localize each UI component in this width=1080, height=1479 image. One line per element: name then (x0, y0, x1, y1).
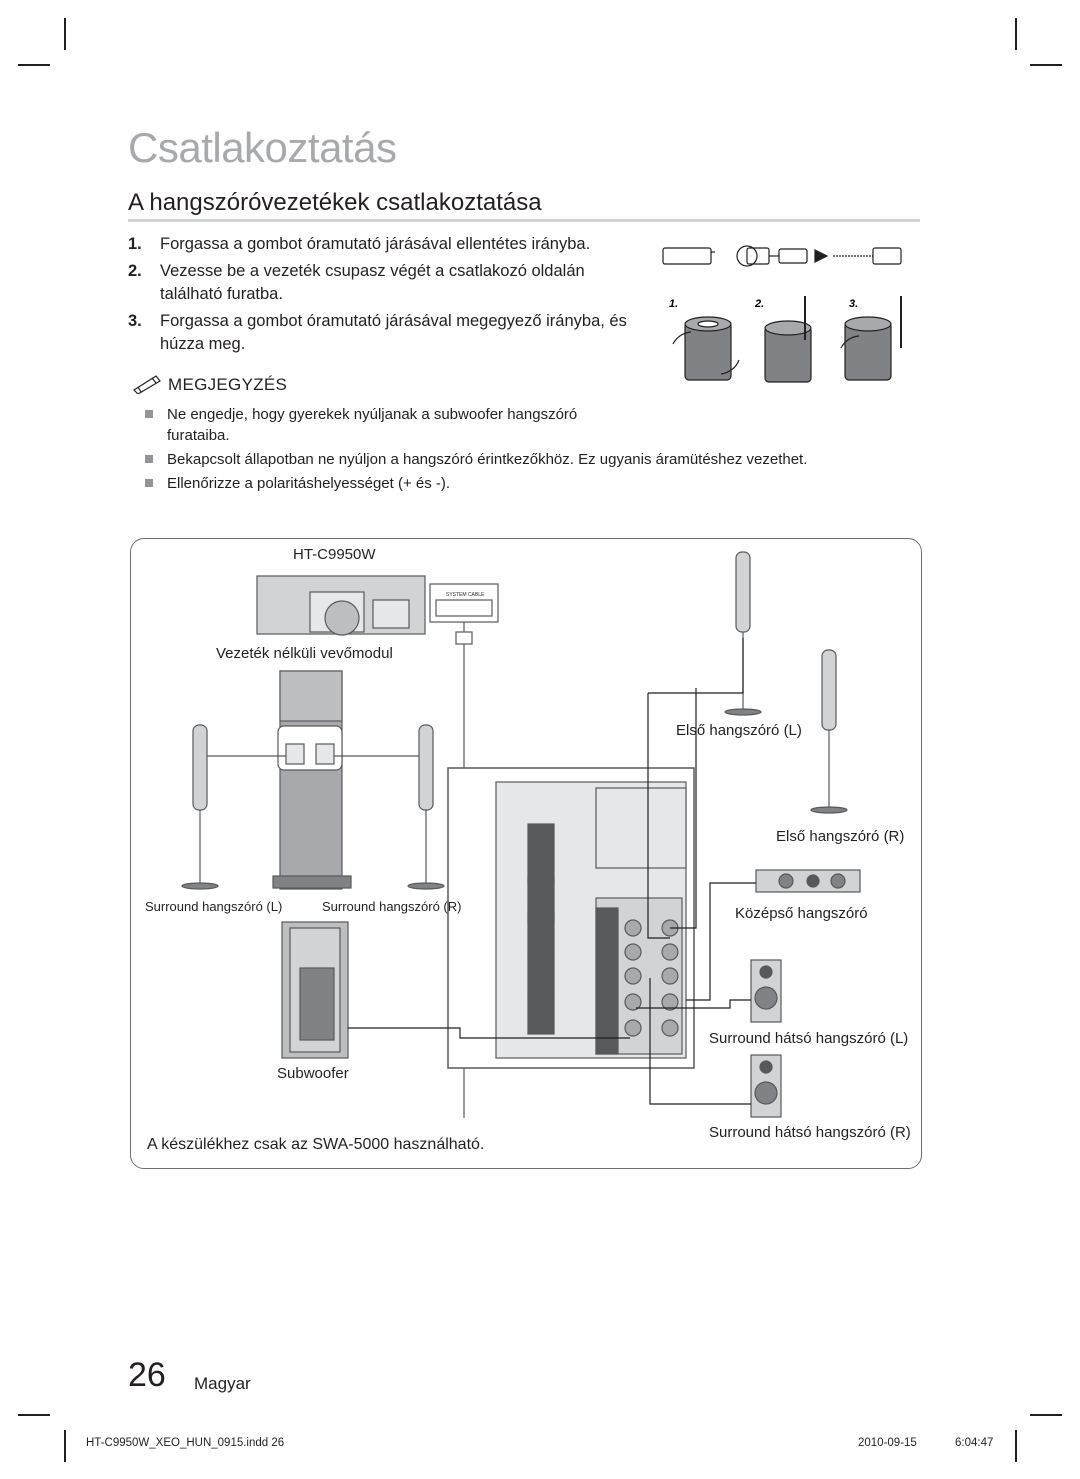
compatibility-note: A készülékhez csak az SWA-5000 használha… (147, 1136, 485, 1153)
surround-back-right-label: Surround hátsó hangszóró (R) (709, 1124, 911, 1141)
pencil-icon (133, 375, 161, 394)
note-item-text: Bekapcsolt állapotban ne nyúljon a hangs… (167, 451, 808, 468)
crop-mark (1030, 1414, 1062, 1416)
step-fig-label: 3. (849, 298, 858, 310)
step-text: Forgassa a gombot óramutató járásával el… (160, 235, 591, 253)
subwoofer-label: Subwoofer (277, 1065, 349, 1082)
page-number: 26 (128, 1356, 166, 1394)
bullet-icon (145, 410, 153, 418)
crop-mark (1015, 1430, 1017, 1462)
step-number: 3. (128, 312, 142, 330)
crop-mark (18, 1414, 50, 1416)
footer-date: 2010-09-15 (858, 1437, 917, 1449)
page-language: Magyar (194, 1374, 251, 1393)
crop-mark (1030, 64, 1062, 66)
connection-diagram-frame (130, 538, 922, 1169)
surround-left-label: Surround hangszóró (L) (145, 899, 283, 914)
step-number: 1. (128, 235, 142, 253)
wireless-module-label: Vezeték nélküli vevőmodul (216, 645, 393, 662)
note-item-text: Ne engedje, hogy gyerekek nyúljanak a su… (167, 406, 578, 444)
front-left-speaker-label: Első hangszóró (L) (676, 722, 802, 739)
step-fig-label: 1. (669, 298, 678, 310)
note-item-text: Ellenőrizze a polaritáshelyességet (+ és… (167, 475, 451, 492)
note-item: Ellenőrizze a polaritáshelyességet (+ és… (145, 473, 845, 494)
step-text: Forgassa a gombot óramutató járásával me… (160, 312, 627, 353)
module-right-label: R (324, 729, 331, 739)
surround-right-label: Surround hangszóró (R) (322, 899, 462, 914)
footer-file: HT-C9950W_XEO_HUN_0915.indd 26 (86, 1437, 285, 1449)
section-title: A hangszóróvezetékek csatlakoztatása (128, 189, 542, 216)
model-label: HT-C9950W (293, 546, 376, 563)
note-item: Ne engedje, hogy gyerekek nyúljanak a su… (145, 404, 615, 446)
footer-time: 6:04:47 (955, 1437, 994, 1449)
section-divider (128, 219, 920, 222)
crop-mark (18, 64, 50, 66)
bullet-icon (145, 479, 153, 487)
step-number: 2. (128, 262, 142, 280)
front-right-speaker-label: Első hangszóró (R) (776, 828, 905, 845)
step-3: 3. Forgassa a gombot óramutató járásával… (128, 310, 648, 356)
step-2: 2. Vezesse be a vezeték csupasz végét a … (128, 260, 618, 306)
chapter-title: Csatlakoztatás (128, 124, 397, 171)
step-text: Vezesse be a vezeték csupasz végét a csa… (160, 262, 585, 303)
note-item: Bekapcsolt állapotban ne nyúljon a hangs… (145, 449, 845, 470)
system-cable-label: SYSTEM CABLE (446, 592, 485, 598)
center-speaker-label: Középső hangszóró (735, 905, 868, 922)
surround-back-left-label: Surround hátsó hangszóró (L) (709, 1030, 909, 1047)
crop-mark (64, 18, 66, 50)
note-heading: MEGJEGYZÉS (168, 375, 288, 394)
terminal-steps-illustration: 1. 2. 3. (662, 245, 902, 383)
module-left-label: L (294, 729, 300, 739)
crop-mark (64, 1430, 66, 1462)
connection-diagram: L R SYSTEM CABLE (181, 551, 861, 1118)
step-fig-label: 2. (754, 298, 764, 310)
bullet-icon (145, 455, 153, 463)
crop-mark (1015, 18, 1017, 50)
step-1: 1. Forgassa a gombot óramutató járásával… (128, 233, 648, 256)
